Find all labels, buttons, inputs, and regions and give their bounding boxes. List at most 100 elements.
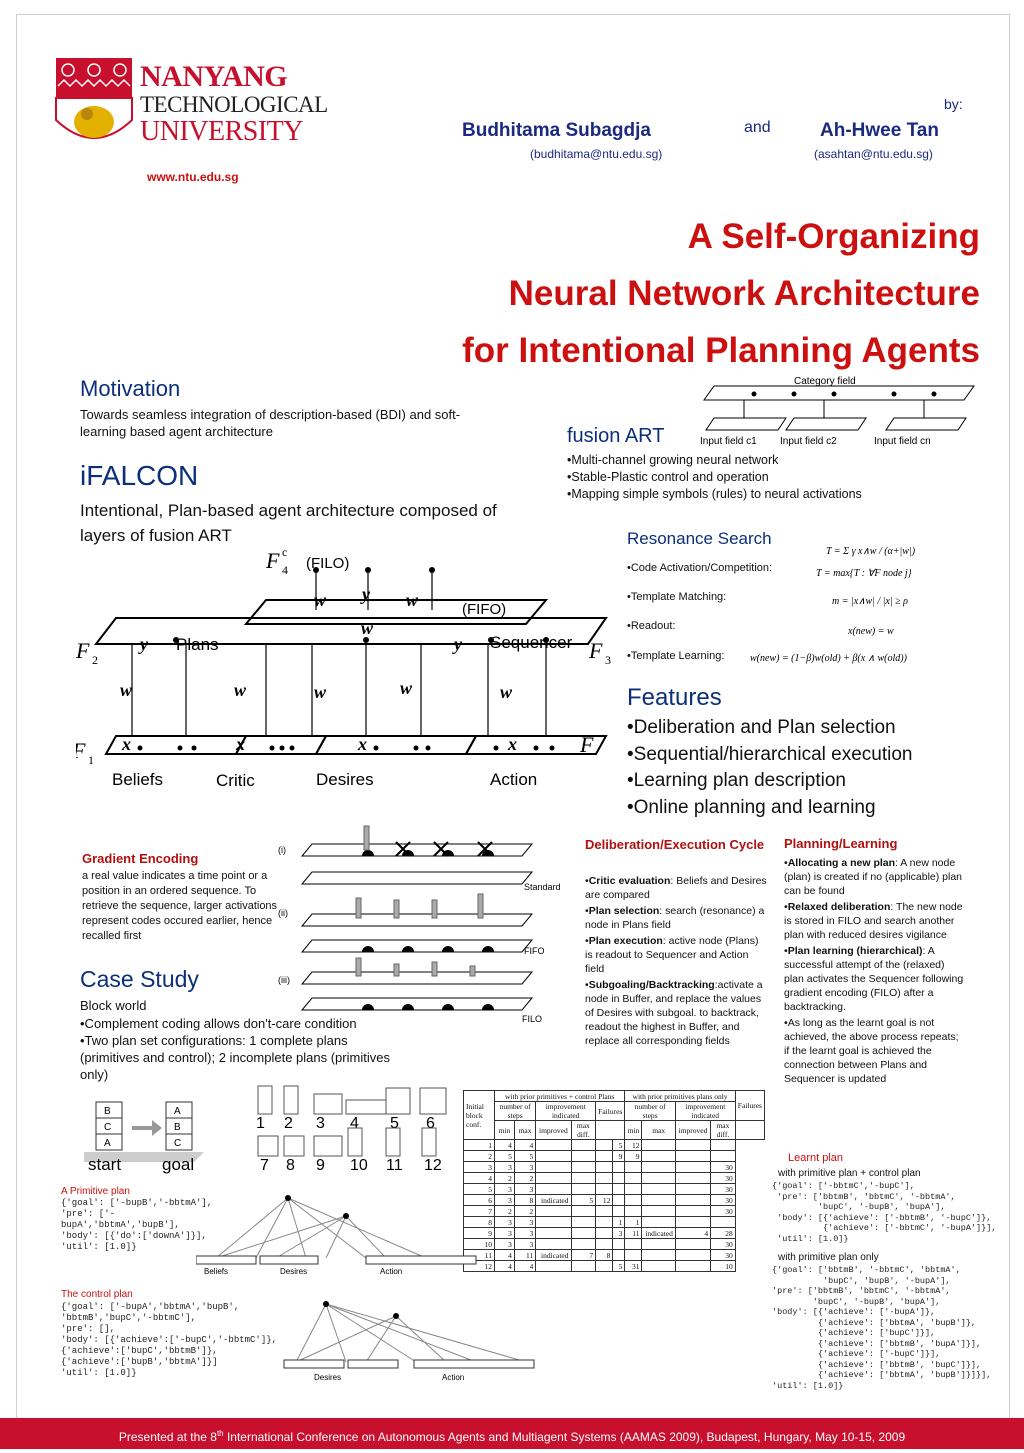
table-cell — [595, 1150, 614, 1162]
filo-label: (FILO) — [306, 555, 349, 572]
ifalcon-heading: iFALCON — [80, 460, 199, 491]
mode-filo: FILO — [522, 1014, 542, 1024]
config-number: 5 — [390, 1115, 399, 1132]
table-cell: 8 — [595, 1249, 614, 1261]
max-header-2: max — [641, 1120, 676, 1140]
ifalcon-diagram: F F F F F 4 c 2 3 1 (FILO) (FIFO) Plans … — [76, 545, 611, 790]
start-label: start — [88, 1155, 121, 1174]
table-cell — [641, 1194, 676, 1206]
table-cell: 1 — [624, 1216, 643, 1228]
table-cell — [624, 1161, 643, 1173]
features-bullet: •Sequential/hierarchical execution — [627, 743, 913, 765]
table-cell — [570, 1216, 597, 1228]
failures-header: Failures — [595, 1101, 626, 1121]
plan-action-label: Action — [380, 1267, 402, 1276]
config-number: 4 — [350, 1115, 359, 1132]
svg-text:C: C — [174, 1138, 181, 1149]
table-cell — [570, 1172, 597, 1184]
learnt-plan-sub1: with primitive plan + control plan — [778, 1168, 921, 1179]
author1-name: Budhitama Subagdja — [462, 120, 651, 141]
config-number: 7 — [260, 1157, 269, 1174]
table-cell — [641, 1139, 676, 1151]
table-cell: indicated — [641, 1227, 676, 1239]
f3-label: F — [588, 638, 603, 663]
input-field-c1: Input field c1 — [700, 436, 757, 447]
table-cell — [570, 1150, 597, 1162]
fifo-label: (FIFO) — [462, 601, 506, 618]
table-cell — [570, 1139, 597, 1151]
table-cell — [641, 1205, 676, 1217]
table-cell — [612, 1161, 626, 1173]
table-cell: 10 — [710, 1260, 736, 1272]
f3-sub: 3 — [605, 653, 611, 667]
fusion-art-bullet: •Mapping simple symbols (rules) to neura… — [567, 487, 862, 501]
planning-item: •Allocating a new plan: A new node (plan… — [784, 857, 963, 897]
features-bullet: •Deliberation and Plan selection — [627, 717, 896, 738]
w3t-c1-label: w — [400, 678, 413, 698]
table-cell: 8 — [513, 1194, 537, 1206]
f1-sub: 1 — [88, 753, 94, 767]
table-cell: 30 — [710, 1172, 736, 1184]
univ-name-2: TECHNOLOGICAL — [140, 92, 328, 117]
config-number: 6 — [426, 1115, 435, 1132]
plan-desires-label: Desires — [280, 1267, 307, 1276]
resonance-item: •Readout: — [627, 620, 676, 632]
config-number: 10 — [350, 1157, 368, 1174]
table-cell — [595, 1227, 614, 1239]
planning-item-title: Allocating a new plan — [787, 857, 896, 869]
table-cell — [570, 1260, 597, 1272]
motivation-heading: Motivation — [80, 376, 181, 401]
learnt-plan-code2: {'goal': ['bbtmB', '-bbtmC', 'bbtmA', 'b… — [772, 1265, 992, 1391]
table-cell — [570, 1183, 597, 1195]
website-link[interactable]: www.ntu.edu.sg — [147, 170, 239, 184]
plan-network-diagram: Beliefs Desires Action Desires Action — [196, 1195, 535, 1382]
control-plan-code: {'goal': ['-bupA','bbtmA','bupB', 'bbtmB… — [61, 1302, 278, 1378]
title-line-2: Neural Network Architecture — [508, 274, 980, 313]
table-cell: 11 — [624, 1227, 643, 1239]
features-bullet: •Learning plan description — [627, 770, 846, 791]
config-number: 3 — [316, 1115, 325, 1132]
mode-standard: Standard — [524, 882, 561, 892]
x1-c3-label: x — [235, 734, 245, 754]
category-field-label: Category field — [794, 376, 856, 387]
case-study-heading: Case Study — [80, 966, 199, 992]
footer: Presented at the 8th International Confe… — [0, 1418, 1024, 1449]
table-cell — [595, 1183, 614, 1195]
primitive-plan-code: {'goal': ['-bupB','-bbtmA'], 'pre': ['- … — [61, 1198, 213, 1252]
f4-sup: c — [282, 545, 287, 559]
config-number: 1 — [256, 1115, 265, 1132]
table-cell — [674, 1139, 712, 1151]
table-cell: 2 — [463, 1150, 495, 1162]
table-cell — [595, 1238, 614, 1250]
max-diff-header: max diff. — [570, 1120, 597, 1140]
fusion-art-diagram: Category field Input field c1 Input fiel… — [700, 376, 975, 447]
max-header: max — [513, 1120, 537, 1140]
svg-text:C: C — [104, 1122, 111, 1133]
svg-text:A: A — [104, 1138, 111, 1149]
table-cell — [674, 1161, 712, 1173]
gradient-label-i: (i) — [278, 845, 286, 855]
table-cell: 4 — [463, 1172, 495, 1184]
col-initial: Initial block conf. — [463, 1090, 495, 1140]
action-label: Action — [490, 770, 537, 789]
features-bullet: •Online planning and learning — [627, 796, 876, 818]
table-cell: 12 — [624, 1139, 643, 1151]
table-cell — [612, 1249, 626, 1261]
table-cell — [612, 1183, 626, 1195]
planning-item-title: Plan learning (hierarchical) — [787, 945, 923, 957]
deliberation-item-title: Subgoaling/Backtracking — [588, 979, 715, 991]
min-header-2: min — [624, 1120, 643, 1140]
planning-item-text: : A new node (plan) is created if no (ap… — [784, 857, 963, 897]
table-cell — [570, 1161, 597, 1173]
table-cell: 1 — [463, 1139, 495, 1151]
table-cell — [674, 1183, 712, 1195]
group2-header: with prior primitives plans only — [624, 1090, 736, 1102]
case-study-bullet: •Complement coding allows don't-care con… — [80, 1016, 357, 1031]
svg-text:A: A — [174, 1106, 181, 1117]
primitive-plan-heading: A Primitive plan — [61, 1186, 130, 1197]
table-cell — [535, 1139, 572, 1151]
